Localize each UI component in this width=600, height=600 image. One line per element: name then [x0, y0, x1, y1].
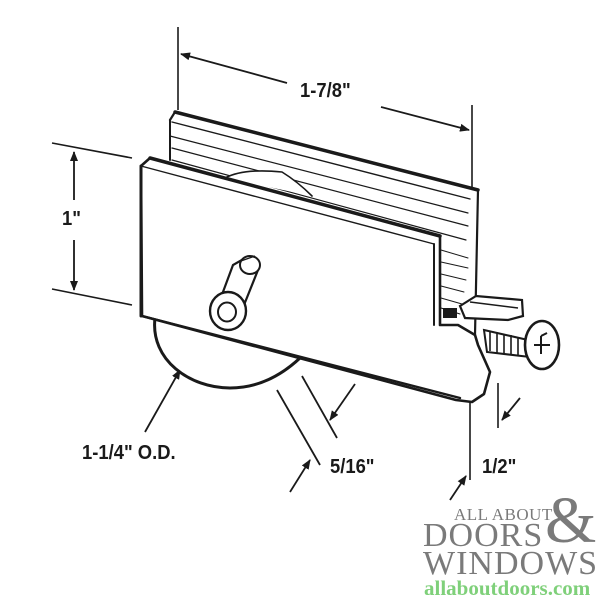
- adjustment-screw: [458, 294, 561, 371]
- width-dimension-arrows: [180, 52, 470, 132]
- watermark-line1: ALL ABOUT: [454, 505, 553, 524]
- wheel-width-dimension: [276, 375, 356, 493]
- wheel-od-arrow: [144, 369, 181, 433]
- watermark-ampersand: &: [545, 484, 597, 557]
- axle-pin: [208, 255, 261, 332]
- watermark-windows: WINDOWS: [423, 545, 599, 582]
- watermark-doors: DOORS: [423, 517, 544, 554]
- roller-body: [139, 110, 492, 404]
- wheel-width-label: 5/16": [330, 456, 375, 478]
- width-dimension-label: 1-7/8": [300, 80, 351, 102]
- watermark-url: allaboutdoors.com: [424, 576, 591, 600]
- housing-width-dimension: [449, 397, 521, 501]
- housing-width-label: 1/2": [482, 456, 517, 478]
- height-dimension-label: 1": [62, 208, 81, 230]
- wheel-od-label: 1-1/4" O.D.: [82, 442, 176, 464]
